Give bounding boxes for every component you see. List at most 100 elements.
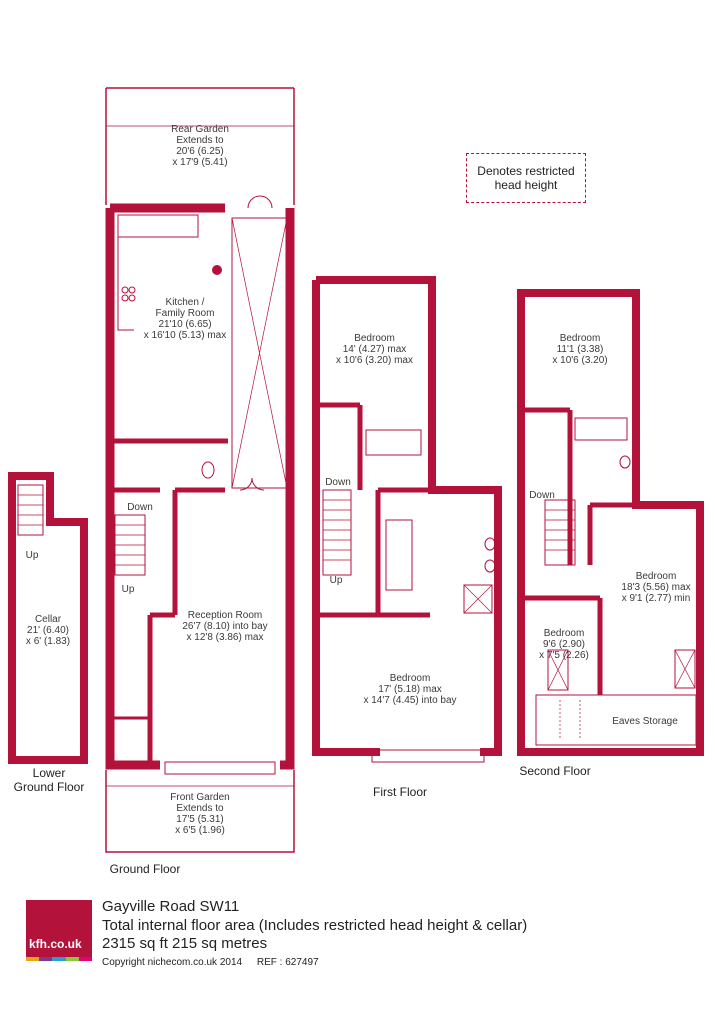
front-bay-window — [164, 761, 276, 775]
ff-bedroom-top-line2: 14' (4.27) max — [342, 344, 407, 355]
first-shower — [463, 584, 493, 614]
kitchen-line2: Family Room — [155, 308, 215, 319]
ground-floor-plan — [105, 87, 295, 853]
ground-up-text: Up — [121, 584, 135, 595]
rear-garden-title: Rear Garden — [171, 124, 229, 135]
lower-ground-line2: Ground Floor — [13, 780, 85, 794]
ff-bedroom-top-label: Bedroom 14' (4.27) max x 10'6 (3.20) max — [322, 333, 427, 366]
sf-bedroom-small-title: Bedroom — [543, 628, 585, 639]
first-up-text: Up — [329, 575, 343, 586]
cellar-line2: 21' (6.40) — [27, 625, 69, 636]
second-inner-walls — [521, 407, 636, 695]
ground-floor-text: Ground Floor — [109, 862, 181, 876]
kfh-logo: kfh.co.uk — [26, 900, 93, 961]
rear-garden-line3: 20'6 (6.25) — [176, 146, 224, 157]
second-floor-label: Second Floor — [505, 764, 605, 778]
second-stairs-down: Down — [522, 490, 562, 501]
kitchen-dividing-wall — [110, 438, 228, 493]
sf-bedroom-small-line3: x 7'5 (2.26) — [539, 650, 589, 661]
sf-bedroom-top-line2: 11'1 (3.38) — [556, 344, 604, 355]
first-outer-wall — [312, 276, 502, 756]
front-garden-label: Front Garden Extends to 17'5 (5.31) x 6'… — [130, 792, 270, 836]
reception-title: Reception Room — [187, 610, 263, 621]
front-garden-line4: x 6'5 (1.96) — [175, 825, 225, 836]
sf-bedroom-small-line2: 9'6 (2.90) — [543, 639, 585, 650]
first-floor-plan — [312, 276, 502, 763]
sf-bedroom-right-line2: 18'3 (5.56) max — [621, 582, 691, 593]
first-down-text: Down — [325, 477, 351, 488]
rear-garden-label: Rear Garden Extends to 20'6 (6.25) x 17'… — [130, 124, 270, 168]
eaves-storage-area — [535, 694, 697, 746]
eaves-storage-label: Eaves Storage — [590, 716, 700, 727]
first-bay-window — [371, 749, 485, 763]
cellar-outer-wall — [8, 472, 88, 764]
ground-stairs-down: Down — [120, 502, 160, 513]
restricted-note-line1: Denotes restricted — [477, 164, 575, 178]
first-floor-text: First Floor — [373, 785, 427, 799]
kitchen-glazed-roof — [231, 217, 288, 489]
lower-ground-floor-label: Lower Ground Floor — [4, 766, 94, 794]
first-stairs-up: Up — [316, 575, 356, 586]
sf-bedroom-top-line3: x 10'6 (3.20) — [552, 355, 608, 366]
first-ensuite-bath — [385, 519, 413, 591]
floor-area-size: 2315 sq ft 215 sq metres — [102, 935, 268, 952]
sf-bedroom-top-title: Bedroom — [559, 333, 601, 344]
second-floor-text: Second Floor — [519, 764, 591, 778]
restricted-note-line2: head height — [494, 178, 558, 192]
kitchen-line4: x 16'10 (5.13) max — [143, 330, 227, 341]
copyright-line: Copyright nichecom.co.uk 2014 REF : 6274… — [102, 957, 331, 968]
logo-text: kfh.co.uk — [29, 937, 82, 951]
second-stairs — [544, 499, 576, 566]
ground-stairs-up: Up — [108, 584, 148, 595]
cellar-title: Cellar — [34, 614, 62, 625]
ff-bedroom-bottom-title: Bedroom — [389, 673, 431, 684]
sf-bedroom-right-line3: x 9'1 (2.77) min — [621, 593, 691, 604]
restricted-head-height-key: Denotes restricted head height — [466, 153, 586, 203]
kitchen-label: Kitchen / Family Room 21'10 (6.65) x 16'… — [115, 297, 255, 341]
cellar-plan — [8, 472, 88, 764]
rear-garden-boundary — [105, 87, 295, 205]
ground-down-text: Down — [127, 502, 153, 513]
rear-garden-line4: x 17'9 (5.41) — [172, 157, 228, 168]
reception-line3: x 12'8 (3.86) max — [186, 632, 264, 643]
kitchen-counter — [117, 214, 199, 238]
rear-garden-line2: Extends to — [176, 135, 224, 146]
cellar-stairs-up: Up — [12, 550, 52, 561]
ff-bedroom-top-line3: x 10'6 (3.20) max — [336, 355, 413, 366]
ff-bedroom-top-title: Bedroom — [354, 333, 395, 344]
copyright-text: Copyright nichecom.co.uk 2014 — [102, 957, 243, 968]
ff-bedroom-bottom-line2: 17' (5.18) max — [378, 684, 442, 695]
front-garden-line3: 17'5 (5.31) — [176, 814, 224, 825]
reception-inner-wall — [147, 490, 178, 765]
ground-floor-label: Ground Floor — [100, 862, 190, 876]
address: Gayville Road SW11 — [102, 898, 240, 915]
front-garden-line2: Extends to — [176, 803, 224, 814]
first-inner-walls — [316, 402, 432, 618]
sf-bedroom-small-label: Bedroom 9'6 (2.90) x 7'5 (2.26) — [528, 628, 600, 661]
first-bathtub — [365, 429, 422, 456]
sf-bedroom-right-label: Bedroom 18'3 (5.56) max x 9'1 (2.77) min — [610, 571, 702, 604]
reception-line2: 26'7 (8.10) into bay — [182, 621, 268, 632]
front-garden-boundary — [105, 770, 295, 853]
first-stairs — [322, 489, 352, 576]
garden-doors — [247, 195, 273, 209]
first-stairs-down: Down — [318, 477, 358, 488]
second-floor-plan — [517, 289, 704, 756]
logo-color-bar — [26, 957, 93, 961]
cellar-label: Cellar 21' (6.40) x 6' (1.83) — [16, 614, 80, 647]
lower-ground-line1: Lower — [32, 766, 66, 780]
second-down-text: Down — [529, 490, 555, 501]
ground-outer-wall — [105, 203, 295, 770]
cellar-up-text: Up — [25, 550, 39, 561]
reference-text: REF : 627497 — [256, 957, 319, 968]
front-garden-title: Front Garden — [170, 792, 230, 803]
reception-label: Reception Room 26'7 (8.10) into bay x 12… — [155, 610, 295, 643]
eaves-storage-text: Eaves Storage — [612, 716, 678, 727]
sf-bedroom-top-label: Bedroom 11'1 (3.38) x 10'6 (3.20) — [530, 333, 630, 366]
ff-bedroom-bottom-line3: x 14'7 (4.45) into bay — [363, 695, 457, 706]
sf-bedroom-right-title: Bedroom — [635, 571, 677, 582]
second-bathtub — [574, 417, 628, 441]
kitchen-line3: 21'10 (6.65) — [158, 319, 212, 330]
second-outer-wall — [517, 289, 704, 756]
